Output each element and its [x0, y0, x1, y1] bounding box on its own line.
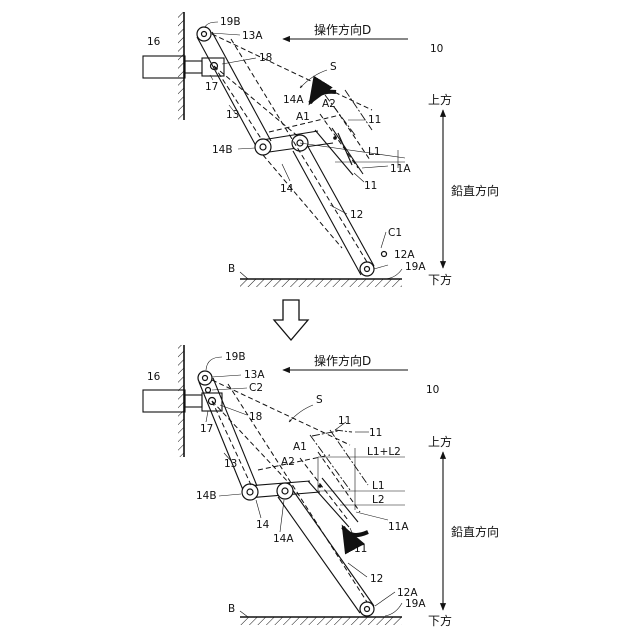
label-11-right: 11 — [369, 427, 382, 439]
label-11A: 11A — [390, 163, 411, 175]
label-operation-direction: 操作方向D — [314, 22, 371, 37]
down-arrow-icon — [274, 300, 308, 340]
label-vertical-direction: 鉛直方向 — [451, 524, 499, 539]
label-down: 下方 — [428, 613, 452, 628]
label-L1-plus-L2: L1+L2 — [367, 446, 401, 458]
label-12: 12 — [350, 209, 363, 221]
label-L2: L2 — [372, 494, 385, 506]
label-14B: 14B — [196, 490, 217, 502]
label-17: 17 — [205, 81, 218, 93]
label-12: 12 — [370, 573, 383, 585]
wall — [178, 345, 184, 457]
label-19B: 19B — [225, 351, 246, 363]
label-up: 上方 — [428, 434, 452, 449]
label-11-lower: 11 — [364, 180, 377, 192]
label-S: S — [330, 61, 337, 73]
label-S: S — [316, 394, 323, 406]
label-14: 14 — [280, 183, 294, 195]
label-14: 14 — [256, 519, 270, 531]
label-13: 13 — [226, 109, 239, 121]
label-19B: 19B — [220, 16, 241, 28]
label-10: 10 — [426, 384, 439, 396]
label-17: 17 — [200, 423, 213, 435]
label-11-upper: 11 — [368, 114, 381, 126]
label-16: 16 — [147, 36, 161, 48]
ground-B — [240, 279, 402, 287]
label-A1: A1 — [296, 111, 310, 123]
label-C1: C1 — [388, 227, 402, 239]
label-operation-direction: 操作方向D — [314, 353, 371, 368]
link-14 — [255, 128, 363, 175]
label-A1: A1 — [293, 441, 307, 453]
label-down: 下方 — [428, 272, 452, 287]
wall — [178, 12, 184, 120]
label-13A: 13A — [244, 369, 265, 381]
label-13A: 13A — [242, 30, 263, 42]
label-up: 上方 — [428, 92, 452, 107]
actuator-16 — [143, 390, 202, 412]
figure-bottom: 操作方向D 10 16 19B 13A C2 18 17 S 11 11 A1 … — [143, 345, 499, 628]
label-A2: A2 — [281, 456, 295, 468]
leader-S — [289, 405, 313, 422]
label-16: 16 — [147, 371, 161, 383]
label-11-bottom: 11 — [354, 543, 367, 555]
label-19A: 19A — [405, 598, 426, 610]
label-11-top: 11 — [338, 415, 351, 427]
ground-pivot — [360, 602, 374, 616]
dashed-alternate-position — [212, 34, 372, 262]
ground-B — [240, 617, 402, 625]
label-19A: 19A — [405, 261, 426, 273]
figure-top: 操作方向D 10 16 19B 13A 18 17 13 S 14A A1 A2… — [143, 12, 499, 287]
label-vertical-direction: 鉛直方向 — [451, 183, 499, 198]
label-L1: L1 — [372, 480, 385, 492]
label-18: 18 — [249, 411, 262, 423]
label-12A: 12A — [394, 249, 415, 261]
rotation-arrow-icon — [343, 527, 368, 535]
label-B: B — [228, 263, 235, 275]
label-B: B — [228, 603, 235, 615]
leader-S — [300, 70, 327, 88]
label-13: 13 — [224, 458, 237, 470]
label-A2: A2 — [322, 98, 336, 110]
label-18: 18 — [259, 52, 272, 64]
label-L1: L1 — [368, 146, 381, 158]
label-10: 10 — [430, 43, 443, 55]
actuator-16 — [143, 56, 202, 78]
label-14B: 14B — [212, 144, 233, 156]
label-C2: C2 — [249, 382, 263, 394]
label-14A: 14A — [273, 533, 294, 545]
label-14A: 14A — [283, 94, 304, 106]
label-11A: 11A — [388, 521, 409, 533]
